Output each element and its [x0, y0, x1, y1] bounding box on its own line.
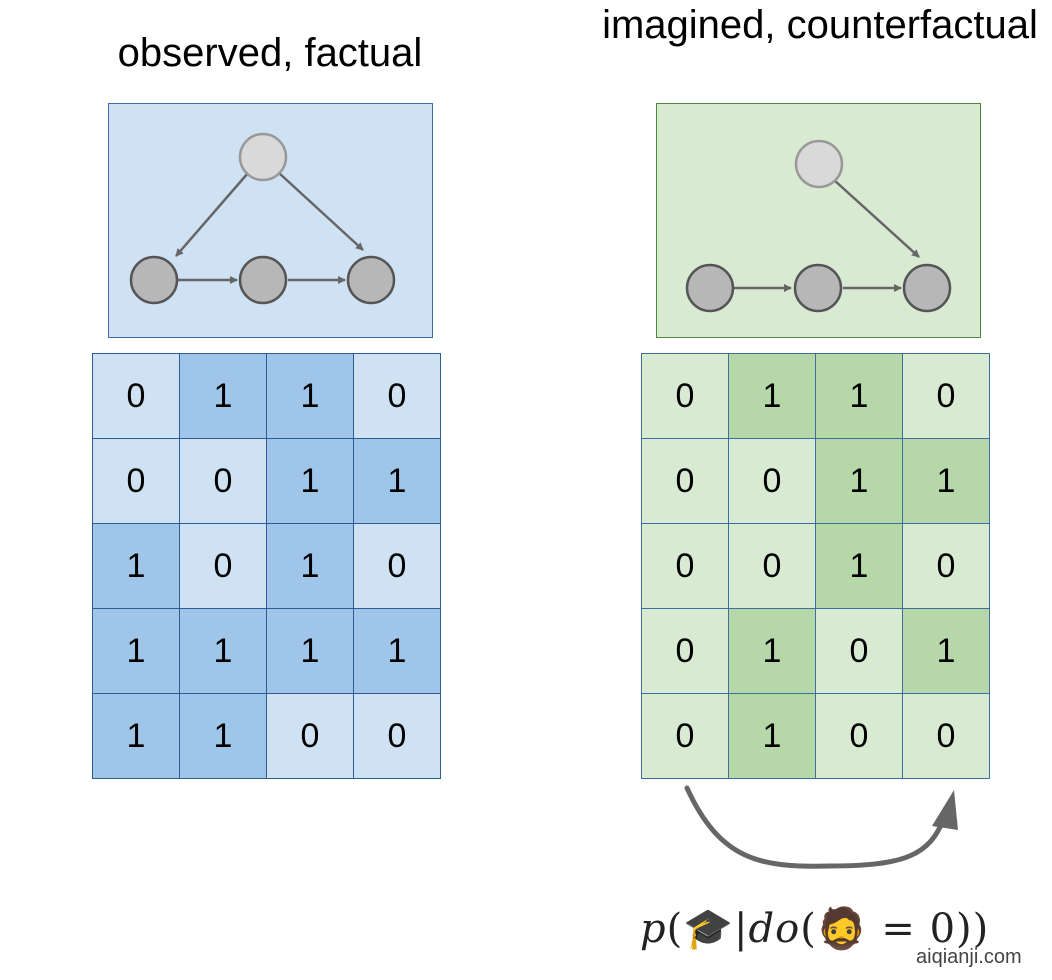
table-cell: 0 [353, 353, 441, 439]
confounder-node [794, 139, 844, 189]
formula-open-paren-2: ( [800, 906, 817, 952]
table-cell: 1 [815, 353, 903, 439]
table-cell: 0 [641, 353, 729, 439]
table-cell: 0 [902, 353, 990, 439]
table-cell: 1 [266, 523, 354, 609]
table-cell: 1 [266, 353, 354, 439]
table-cell: 1 [179, 353, 267, 439]
table-cell: 1 [728, 693, 816, 779]
table-cell: 0 [902, 523, 990, 609]
formula-bar: | [734, 906, 749, 952]
table-cell: 0 [902, 693, 990, 779]
graduation-cap-icon: 🎓 [683, 906, 735, 952]
bearded-man-icon: 🧔 [816, 906, 868, 952]
table-cell: 0 [353, 523, 441, 609]
table-cell: 0 [641, 608, 729, 694]
table-cell: 1 [266, 438, 354, 524]
mediator-node [238, 255, 288, 305]
table-cell: 0 [641, 523, 729, 609]
curved-arrow-head [932, 790, 958, 830]
mediator-node [793, 263, 843, 313]
counterfactual-formula: p(🎓|do(🧔 = 0)) [640, 905, 989, 952]
table-cell: 1 [179, 608, 267, 694]
table-cell: 0 [815, 693, 903, 779]
outcome-node [902, 263, 952, 313]
table-cell: 0 [353, 693, 441, 779]
edge-confounder-to-treatment [175, 172, 249, 257]
table-cell: 1 [92, 693, 180, 779]
formula-p: p [640, 906, 667, 952]
curved-arrow-path [684, 785, 947, 869]
table-cell: 1 [353, 608, 441, 694]
outcome-node [346, 255, 396, 305]
edge-confounder-to-outcome [833, 179, 920, 258]
table-cell: 0 [641, 693, 729, 779]
edge-confounder-to-outcome [278, 172, 364, 251]
treatment-node [129, 255, 179, 305]
counterfactual-graph-panel [656, 103, 981, 338]
table-cell: 1 [728, 608, 816, 694]
right-title: imagined, counterfactual [602, 3, 1038, 47]
table-cell: 0 [641, 438, 729, 524]
left-title: observed, factual [117, 31, 423, 75]
formula-value: 0 [929, 906, 957, 952]
table-cell: 0 [92, 353, 180, 439]
factual-graph-panel [108, 103, 433, 338]
table-cell: 1 [92, 608, 180, 694]
confounder-node [238, 132, 288, 182]
watermark: aiqianji.com [916, 946, 1022, 968]
formula-close-parens: )) [956, 906, 990, 952]
formula-equals: = [881, 906, 916, 952]
table-cell: 1 [728, 353, 816, 439]
table-cell: 0 [815, 608, 903, 694]
table-cell: 0 [179, 438, 267, 524]
table-cell: 1 [815, 438, 903, 524]
table-cell: 0 [728, 438, 816, 524]
table-cell: 1 [815, 523, 903, 609]
table-cell: 0 [179, 523, 267, 609]
table-cell: 0 [266, 693, 354, 779]
table-cell: 1 [902, 438, 990, 524]
factual-graph [129, 132, 396, 305]
treatment-node [685, 263, 735, 313]
formula-open-paren: ( [666, 906, 684, 952]
table-cell: 1 [92, 523, 180, 609]
table-cell: 1 [902, 608, 990, 694]
table-cell: 0 [92, 438, 180, 524]
counterfactual-graph [685, 139, 952, 313]
table-cell: 1 [179, 693, 267, 779]
table-cell: 1 [353, 438, 441, 524]
formula-do: do [748, 906, 801, 952]
table-cell: 0 [728, 523, 816, 609]
table-cell: 1 [266, 608, 354, 694]
